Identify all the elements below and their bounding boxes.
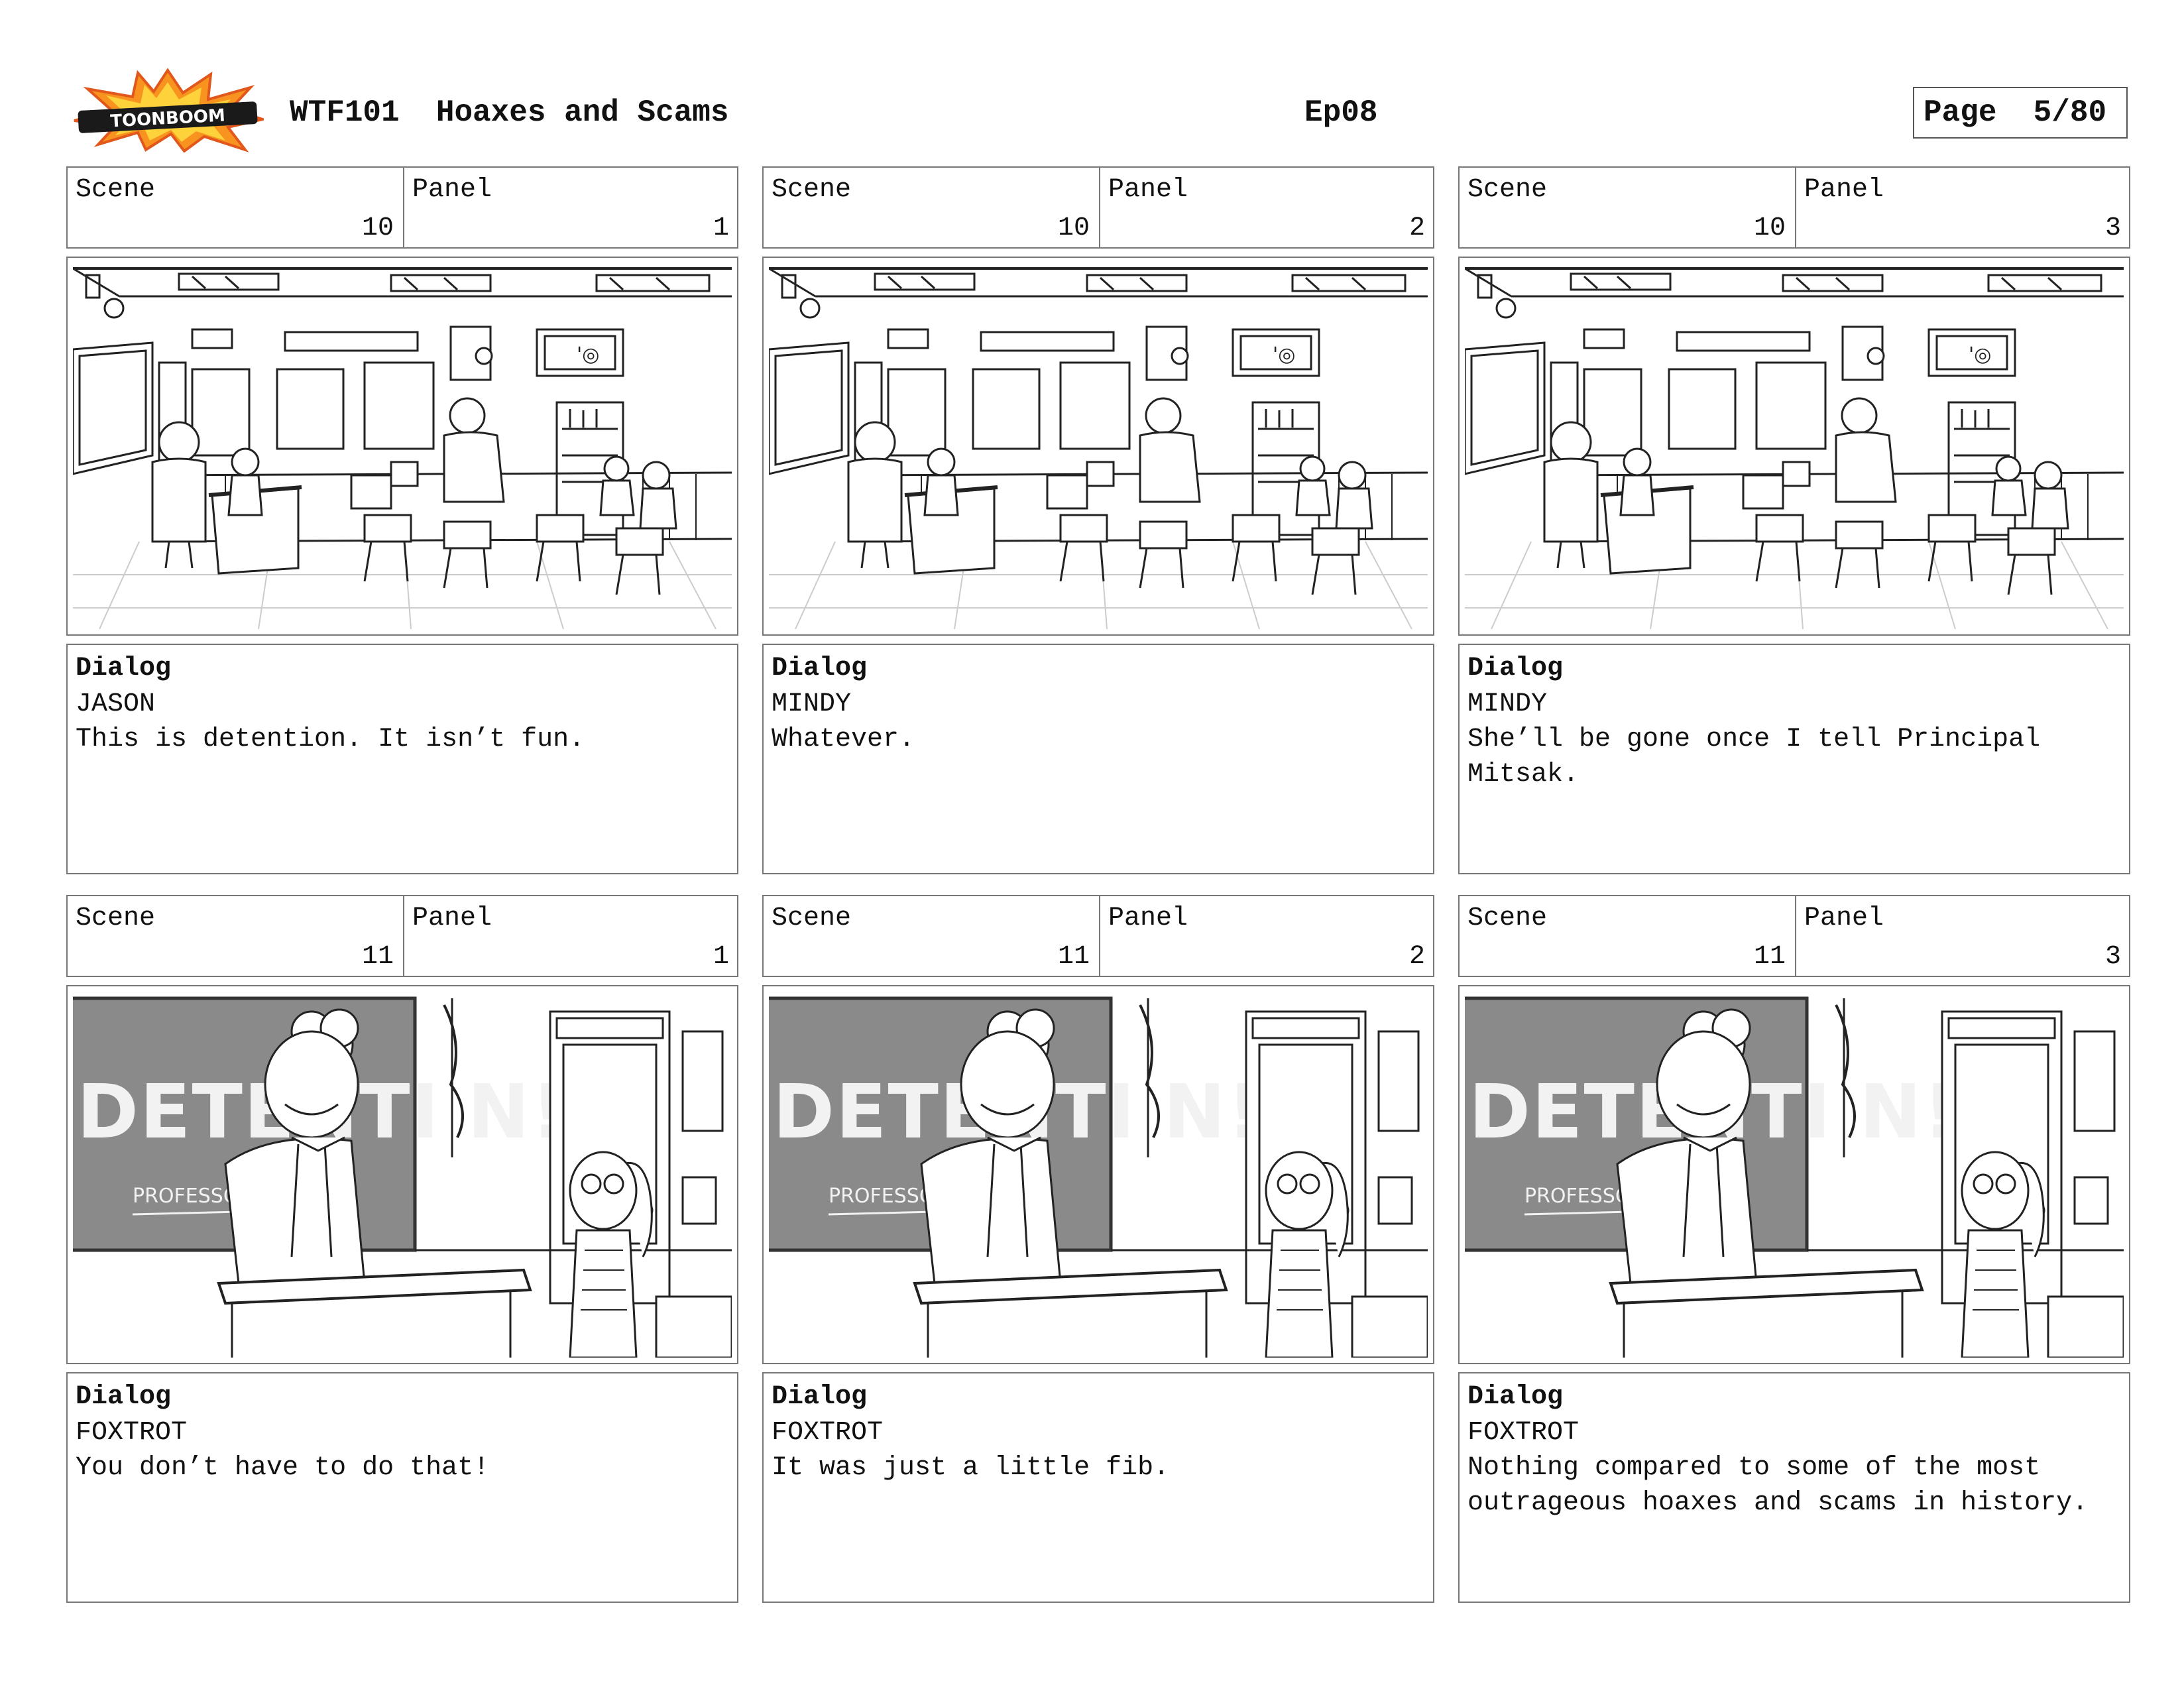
- scene-number: 10: [1753, 213, 1786, 243]
- dialog-box: Dialog FOXTROT You don’t have to do that…: [66, 1372, 738, 1603]
- dialog-line: You don’t have to do that!: [76, 1453, 490, 1483]
- dialog-box: Dialog FOXTROT Nothing compared to some …: [1458, 1372, 2130, 1603]
- dialog-heading: Dialog: [1467, 1382, 1564, 1412]
- dialog-box: Dialog MINDY She’ll be gone once I tell …: [1458, 644, 2130, 874]
- scene-label: Scene: [76, 904, 156, 933]
- detention-sketch: DETENTI N! PROFESSOR: [769, 992, 1428, 1358]
- dialog-line: It was just a little fib.: [772, 1453, 1170, 1483]
- header-divider: [1795, 168, 1796, 247]
- scene-number: 10: [1057, 213, 1090, 243]
- panel-number: 1: [713, 942, 729, 972]
- panel-label: Panel: [1108, 175, 1188, 205]
- scene-panel-header: Scene 10 Panel 2: [762, 166, 1434, 249]
- panel-image-frame: '◎: [66, 257, 738, 636]
- panel-image-frame: '◎: [1458, 257, 2130, 636]
- dialog-character: MINDY: [1467, 689, 1548, 719]
- panel-label: Panel: [1804, 904, 1884, 933]
- dialog-heading: Dialog: [1467, 654, 1564, 683]
- page-indicator: Page 5/80: [1913, 87, 2128, 139]
- header-divider: [403, 168, 404, 247]
- scene-panel-header: Scene 10 Panel 3: [1458, 166, 2130, 249]
- dialog-character: FOXTROT: [1467, 1418, 1580, 1448]
- scene-label: Scene: [772, 175, 852, 205]
- dialog-heading: Dialog: [772, 1382, 868, 1412]
- dialog-character: FOXTROT: [772, 1418, 884, 1448]
- dialog-box: Dialog JASON This is detention. It isn’t…: [66, 644, 738, 874]
- header-divider: [403, 896, 404, 976]
- scene-number: 11: [1057, 942, 1090, 972]
- svg-text:'◎: '◎: [577, 343, 599, 367]
- dialog-line: Whatever.: [772, 725, 915, 754]
- scene-number: 10: [361, 213, 394, 243]
- svg-text:'◎: '◎: [1273, 343, 1295, 367]
- scene-label: Scene: [1467, 175, 1548, 205]
- scene-panel-header: Scene 11 Panel 2: [762, 895, 1434, 977]
- show-title: WTF101 Hoaxes and Scams: [290, 95, 729, 130]
- scene-label: Scene: [76, 175, 156, 205]
- panel-label: Panel: [1108, 904, 1188, 933]
- scene-panel-header: Scene 10 Panel 1: [66, 166, 738, 249]
- toonboom-logo: TOONBOOM: [72, 68, 268, 153]
- dialog-box: Dialog FOXTROT It was just a little fib.: [762, 1372, 1434, 1603]
- dialog-line: She’ll be gone once I tell Principal Mit…: [1467, 725, 2041, 789]
- panel-image-frame: DETENTI N! PROFESSOR: [66, 985, 738, 1364]
- logo-wordmark-band: [78, 101, 258, 133]
- classroom-sketch: '◎: [73, 263, 732, 629]
- header-divider: [1795, 896, 1796, 976]
- panel-number: 3: [2104, 213, 2121, 243]
- panel-label: Panel: [412, 904, 492, 933]
- dialog-box: Dialog MINDY Whatever.: [762, 644, 1434, 874]
- classroom-sketch: '◎: [1465, 263, 2124, 629]
- scene-label: Scene: [772, 904, 852, 933]
- panel-number: 1: [713, 213, 729, 243]
- panel-number: 3: [2104, 942, 2121, 972]
- scene-panel-header: Scene 11 Panel 3: [1458, 895, 2130, 977]
- panel-label: Panel: [412, 175, 492, 205]
- scene-number: 11: [1753, 942, 1786, 972]
- header-divider: [1099, 896, 1100, 976]
- dialog-character: JASON: [76, 689, 156, 719]
- dialog-character: FOXTROT: [76, 1418, 188, 1448]
- scene-number: 11: [361, 942, 394, 972]
- episode-label: Ep08: [1304, 95, 1378, 130]
- dialog-character: MINDY: [772, 689, 852, 719]
- dialog-line: Nothing compared to some of the most out…: [1467, 1453, 2089, 1518]
- dialog-line: This is detention. It isn’t fun.: [76, 725, 585, 754]
- detention-sketch: DETENTI N! PROFESSOR: [1465, 992, 2124, 1358]
- classroom-sketch: '◎: [769, 263, 1428, 629]
- panel-image-frame: DETENTI N! PROFESSOR: [1458, 985, 2130, 1364]
- scene-panel-header: Scene 11 Panel 1: [66, 895, 738, 977]
- dialog-heading: Dialog: [76, 1382, 172, 1412]
- dialog-heading: Dialog: [772, 654, 868, 683]
- panel-number: 2: [1408, 942, 1425, 972]
- header-divider: [1099, 168, 1100, 247]
- dialog-heading: Dialog: [76, 654, 172, 683]
- svg-text:'◎: '◎: [1969, 343, 1991, 367]
- panel-label: Panel: [1804, 175, 1884, 205]
- panel-number: 2: [1408, 213, 1425, 243]
- scene-label: Scene: [1467, 904, 1548, 933]
- panel-image-frame: '◎: [762, 257, 1434, 636]
- panel-image-frame: DETENTI N! PROFESSOR: [762, 985, 1434, 1364]
- detention-sketch: DETENTI N! PROFESSOR: [73, 992, 732, 1358]
